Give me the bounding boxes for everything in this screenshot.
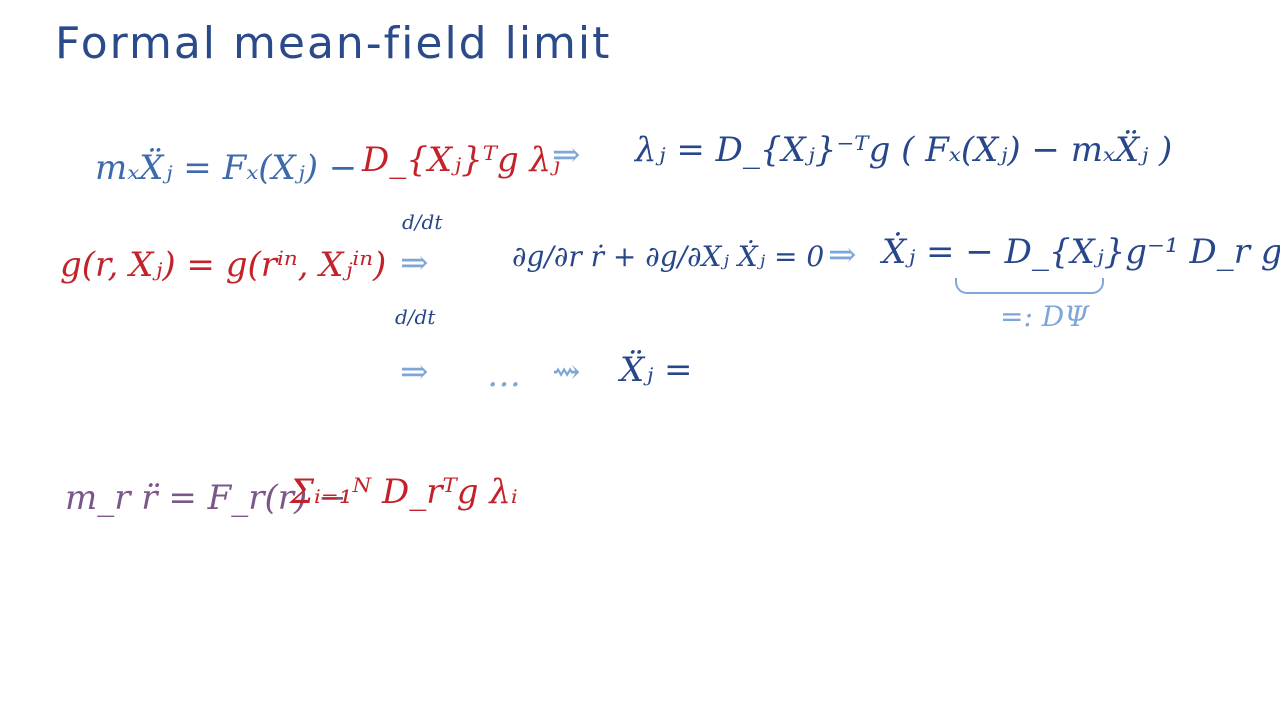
- eq3-leadsto: ⇝: [552, 352, 581, 392]
- eq1-result: λⱼ = D_{Xⱼ}⁻ᵀg ( Fₓ(Xⱼ) − mₓẌⱼ ): [635, 130, 1173, 170]
- eq1-constraint-term: D_{Xⱼ}ᵀg λⱼ: [362, 140, 561, 180]
- eq1-implies-arrow: ⇒: [552, 135, 581, 175]
- eq2-constraint: g(r, Xⱼ) = g(rⁱⁿ, Xⱼⁱⁿ): [60, 245, 387, 285]
- eq4-sum-term: Σᵢ₌₁ᴺ D_rᵀg λᵢ: [290, 472, 518, 512]
- brace-label: =: DΨ: [1000, 300, 1089, 333]
- eq3-dots: …: [487, 355, 521, 395]
- eq3-result: Ẍⱼ =: [620, 350, 693, 390]
- eq2-ddt: d/dt: [402, 210, 443, 234]
- eq2-implies-arrow-2: ⇒: [828, 235, 857, 275]
- eq2-derivative: ∂g/∂r ṙ + ∂g/∂Xⱼ Ẋⱼ = 0: [512, 240, 825, 273]
- eq4-lhs: m_r r̈ = F_r(r) −: [65, 478, 347, 518]
- eq3-implies-arrow: ⇒: [400, 352, 429, 392]
- underbrace: [955, 278, 1104, 294]
- eq1-lhs: mₓẌⱼ = Fₓ(Xⱼ) −: [95, 148, 358, 188]
- eq2-implies-arrow: ⇒: [400, 243, 429, 283]
- eq2-solution: Ẋⱼ = − D_{Xⱼ}g⁻¹ D_r g ṙ: [882, 232, 1280, 272]
- page-title: Formal mean-field limit: [55, 18, 612, 69]
- eq3-ddt: d/dt: [395, 305, 436, 329]
